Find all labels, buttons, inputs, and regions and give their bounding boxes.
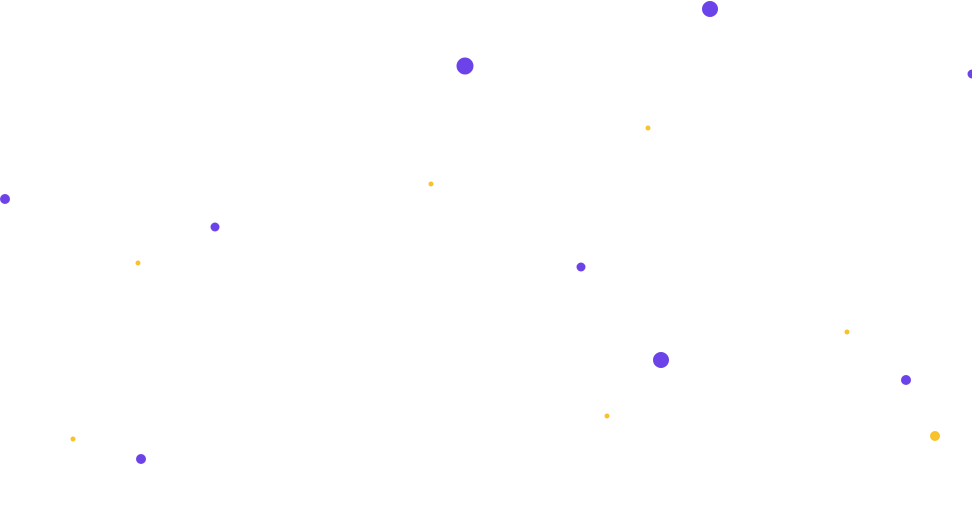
yellow-dot — [930, 431, 940, 441]
yellow-dot — [135, 260, 141, 266]
yellow-dot — [70, 436, 76, 442]
purple-dot — [576, 262, 586, 272]
purple-dot — [901, 375, 911, 385]
purple-dot — [456, 57, 474, 75]
purple-dot — [0, 194, 10, 204]
purple-dot — [967, 69, 972, 79]
yellow-dot — [844, 329, 850, 335]
yellow-dot — [645, 125, 651, 131]
purple-dot — [653, 352, 669, 368]
purple-dot — [702, 1, 718, 17]
purple-dot — [136, 454, 146, 464]
purple-dot — [210, 222, 220, 232]
yellow-dot — [428, 181, 434, 187]
yellow-dot — [604, 413, 610, 419]
